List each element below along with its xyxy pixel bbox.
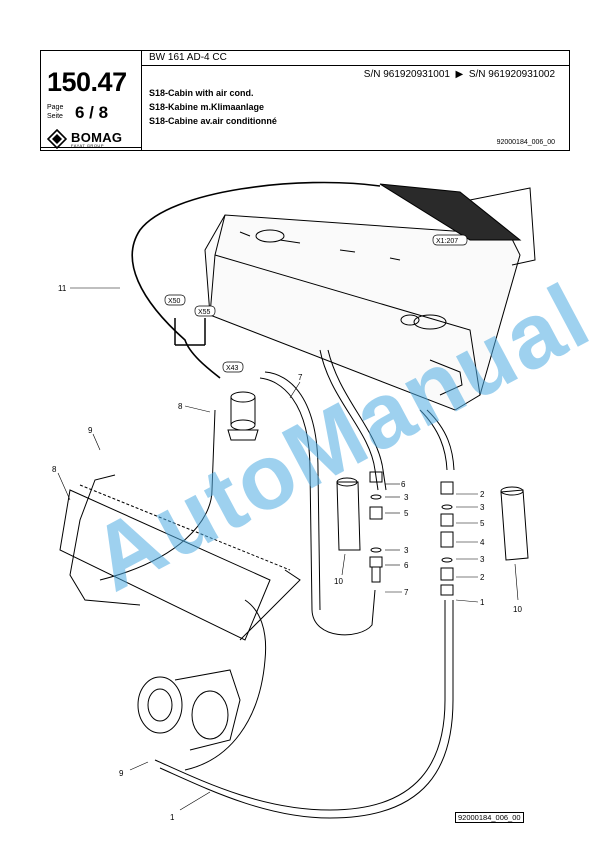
svg-text:2: 2 — [480, 573, 485, 582]
svg-text:9: 9 — [119, 769, 124, 778]
model-name: BW 161 AD-4 CC — [149, 52, 227, 63]
page-label: Page Seite — [47, 104, 64, 120]
page-value: 6 / 8 — [75, 103, 109, 122]
logo-subtext: FAYAT GROUP — [71, 143, 104, 148]
serial-range: S/N 961920931001 ▶ S/N 961920931002 — [363, 69, 555, 80]
svg-text:3: 3 — [404, 493, 409, 502]
svg-text:3: 3 — [480, 503, 485, 512]
svg-text:5: 5 — [404, 509, 409, 518]
connector-x1-207: X1:207 — [436, 238, 458, 245]
connector-x55: X55 — [198, 309, 211, 316]
svg-text:3: 3 — [480, 555, 485, 564]
logo-diamond-icon — [47, 129, 67, 149]
title-german: S18-Kabine m.Klimaanlage — [149, 102, 265, 112]
svg-text:6: 6 — [401, 480, 406, 489]
svg-text:10: 10 — [513, 605, 522, 614]
divider — [141, 65, 569, 66]
svg-text:4: 4 — [480, 538, 485, 547]
title-block: BW 161 AD-4 CC 150.47 Page Seite 6 / 8 B… — [40, 50, 570, 151]
svg-text:7: 7 — [404, 588, 409, 597]
footer-document-number: 92000184_006_00 — [455, 812, 524, 823]
connector-x50: X50 — [168, 298, 181, 305]
title-english: S18-Cabin with air cond. — [149, 88, 254, 98]
svg-text:8: 8 — [52, 465, 57, 474]
svg-text:7: 7 — [298, 373, 303, 382]
title-french: S18-Cabine av.air conditionné — [149, 116, 277, 126]
divider — [41, 147, 141, 148]
svg-text:9: 9 — [88, 426, 93, 435]
divider — [141, 51, 142, 150]
document-number: 92000184_006_00 — [496, 139, 555, 146]
connector-x43: X43 — [226, 365, 239, 372]
svg-text:1: 1 — [480, 598, 485, 607]
svg-text:8: 8 — [178, 402, 183, 411]
svg-text:10: 10 — [334, 577, 343, 586]
svg-text:11: 11 — [58, 284, 67, 293]
svg-text:3: 3 — [404, 546, 409, 555]
page-number: 150.47 — [47, 67, 127, 97]
bomag-logo: BOMAG FAYAT GROUP — [47, 129, 139, 151]
logo-text: BOMAG — [71, 130, 123, 145]
svg-text:6: 6 — [404, 561, 409, 570]
svg-text:2: 2 — [480, 490, 485, 499]
svg-text:5: 5 — [480, 519, 485, 528]
svg-text:1: 1 — [170, 813, 175, 822]
